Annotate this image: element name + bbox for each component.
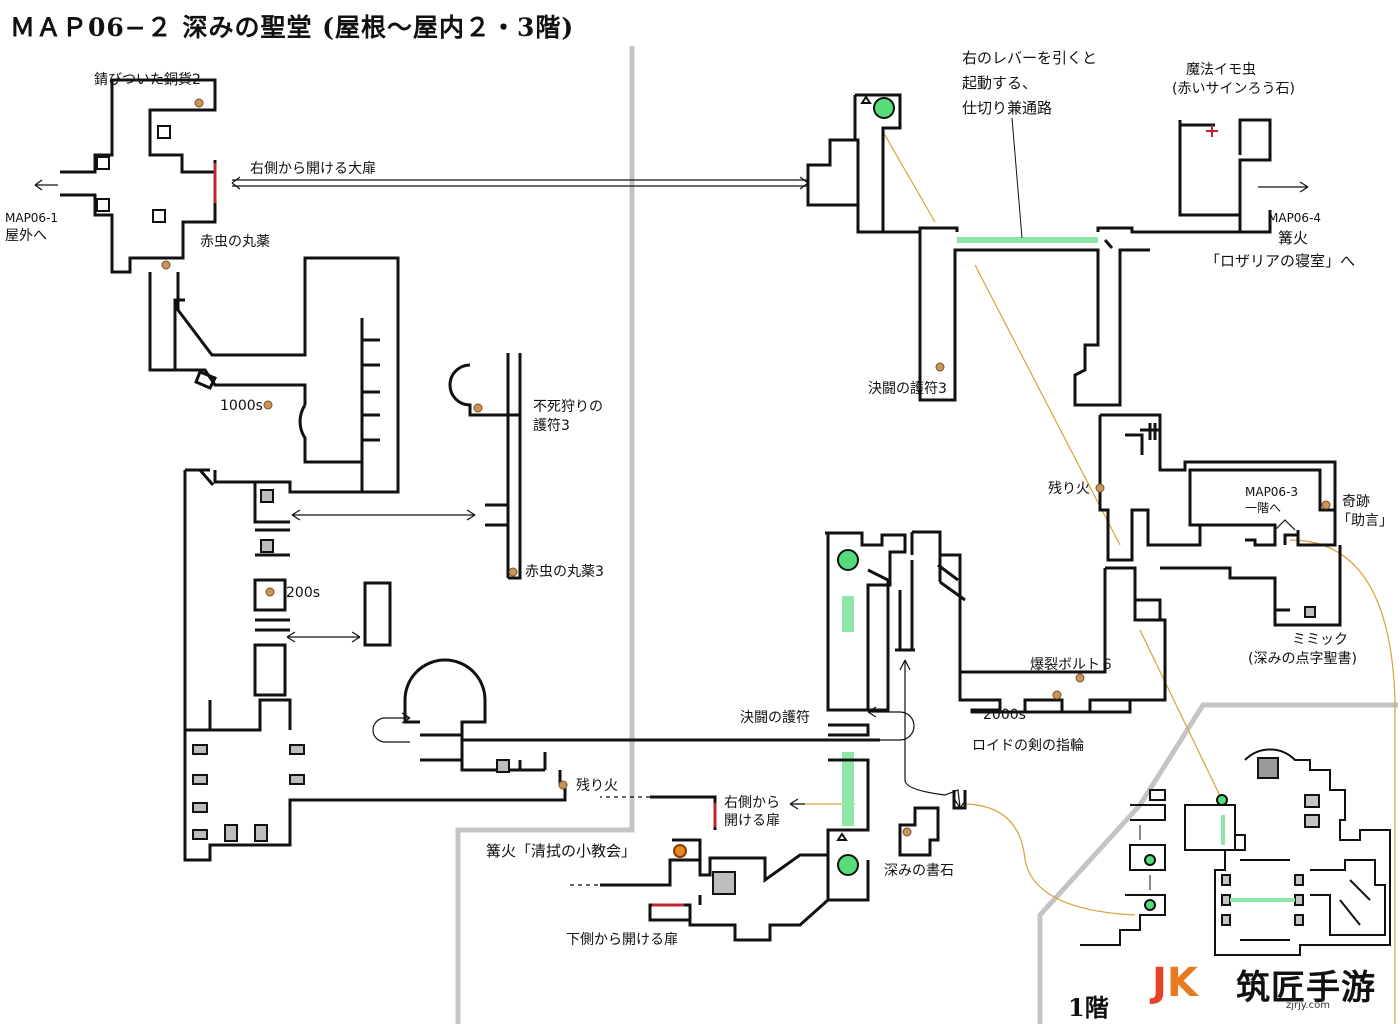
label-deep-soapstone: 深みの書石 <box>884 863 954 879</box>
label-map06-4-code: MAP06-4 <box>1268 211 1322 225</box>
right-middle-walls <box>910 413 1342 714</box>
label-worm-2: (赤いサインろう石) <box>1172 81 1295 97</box>
right-lower-arrows <box>789 659 967 810</box>
right-lower-walls <box>570 531 967 942</box>
label-duel-charm3: 決闘の護符3 <box>868 381 947 397</box>
connection-guides <box>790 129 1396 1024</box>
label-lloyd-ring: ロイドの剣の指輪 <box>972 738 1084 754</box>
label-lever-note-2: 起動する、 <box>962 74 1038 92</box>
label-bonfire-chapel: 篝火「清拭の小教会」 <box>486 842 637 860</box>
label-red-bug-pellet: 赤虫の丸薬 <box>200 234 270 250</box>
label-door-bottom: 下側から開ける扉 <box>566 932 678 948</box>
label-big-door: 右側から開ける大扉 <box>250 161 376 177</box>
label-map06-4-room: 「ロザリアの寝室」へ <box>1205 252 1356 270</box>
label-map06-1-code: MAP06-1 <box>5 211 59 225</box>
label-map06-3-dest: 一階へ <box>1245 501 1282 515</box>
label-rusty-coin: 錆びついた銅貨2 <box>94 72 201 88</box>
lever-passages <box>842 237 1098 826</box>
label-undead-hunter-1: 不死狩りの <box>533 399 603 415</box>
label-souls-2000: 2000s <box>983 707 1026 723</box>
floor1-label: 1階 <box>1068 993 1109 1022</box>
left-complex-walls <box>60 78 880 862</box>
label-miracle-1: 奇跡 <box>1342 494 1370 510</box>
right-middle-arrows <box>1274 519 1296 531</box>
page-title: ＭＡＰ06−２ 深みの聖堂 (屋根〜屋内２・3階) <box>10 13 575 42</box>
logo-mark-icon: JK <box>1152 960 1198 1006</box>
label-souls-200: 200s <box>286 585 321 601</box>
site-logo[interactable]: JK 筑匠手游 zjrjy.com <box>1152 958 1392 1018</box>
label-map06-1-dest: 屋外へ <box>5 228 47 244</box>
label-miracle-2: 「助言」 <box>1337 513 1393 529</box>
logo-url-text: zjrjy.com <box>1286 1000 1330 1011</box>
label-mimic-2: (深みの点字聖書) <box>1248 651 1357 667</box>
label-firebomb: 爆裂ボルト６ <box>1030 657 1114 673</box>
right-upper-arrows <box>1011 117 1309 239</box>
label-ember-right: 残り火 <box>1048 481 1090 497</box>
label-door-right-1: 右側から <box>724 795 780 811</box>
label-map06-3-code: MAP06-3 <box>1245 485 1299 499</box>
logo-brand-text: 筑匠手游 <box>1236 968 1376 1008</box>
label-duel-charm: 決闘の護符 <box>740 710 810 726</box>
label-map06-4-fire: 篝火 <box>1278 229 1309 247</box>
label-lever-note-3: 仕切り兼通路 <box>962 99 1053 117</box>
label-lever-note-1: 右のレバーを引くと <box>962 49 1098 67</box>
label-ember-left: 残り火 <box>576 778 618 794</box>
floor1-minimap <box>1080 748 1391 956</box>
label-undead-hunter-2: 護符3 <box>533 418 570 434</box>
label-mimic-1: ミミック <box>1292 632 1348 648</box>
left-arrows <box>34 176 809 743</box>
label-door-right-2: 開ける扉 <box>724 813 780 829</box>
right-upper-walls <box>806 93 1272 407</box>
label-red-bug-pellet3: 赤虫の丸薬3 <box>525 564 604 580</box>
label-worm-1: 魔法イモ虫 <box>1186 62 1256 78</box>
label-souls-1000: 1000s <box>220 398 263 414</box>
left-items <box>161 98 568 790</box>
